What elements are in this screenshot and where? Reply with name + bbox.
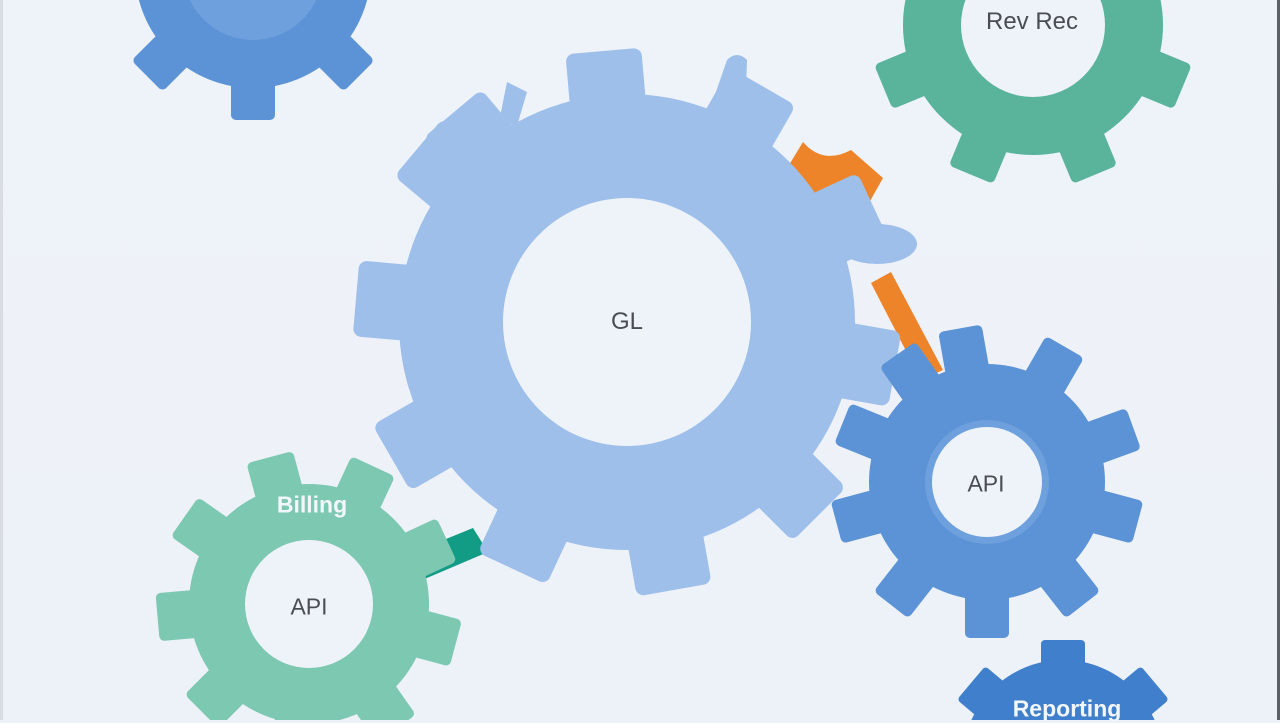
gl-gear-icon: [353, 48, 917, 596]
api-right-label: API: [967, 470, 1005, 497]
top-left-gear-icon: [133, 0, 373, 120]
reporting-label: Reporting: [1012, 695, 1122, 722]
rev-rec-gear-icon: [875, 0, 1191, 183]
billing-outer-label: Billing: [276, 491, 348, 518]
api-gear-icon: [831, 325, 1143, 638]
billing-gear-icon: [155, 452, 461, 720]
rev-rec-label: Rev Rec: [985, 8, 1079, 35]
reporting-gear-icon: [958, 640, 1168, 720]
billing-api-label: API: [290, 593, 328, 620]
gl-label: GL: [610, 308, 644, 335]
gears-illustration: [133, 0, 1191, 720]
